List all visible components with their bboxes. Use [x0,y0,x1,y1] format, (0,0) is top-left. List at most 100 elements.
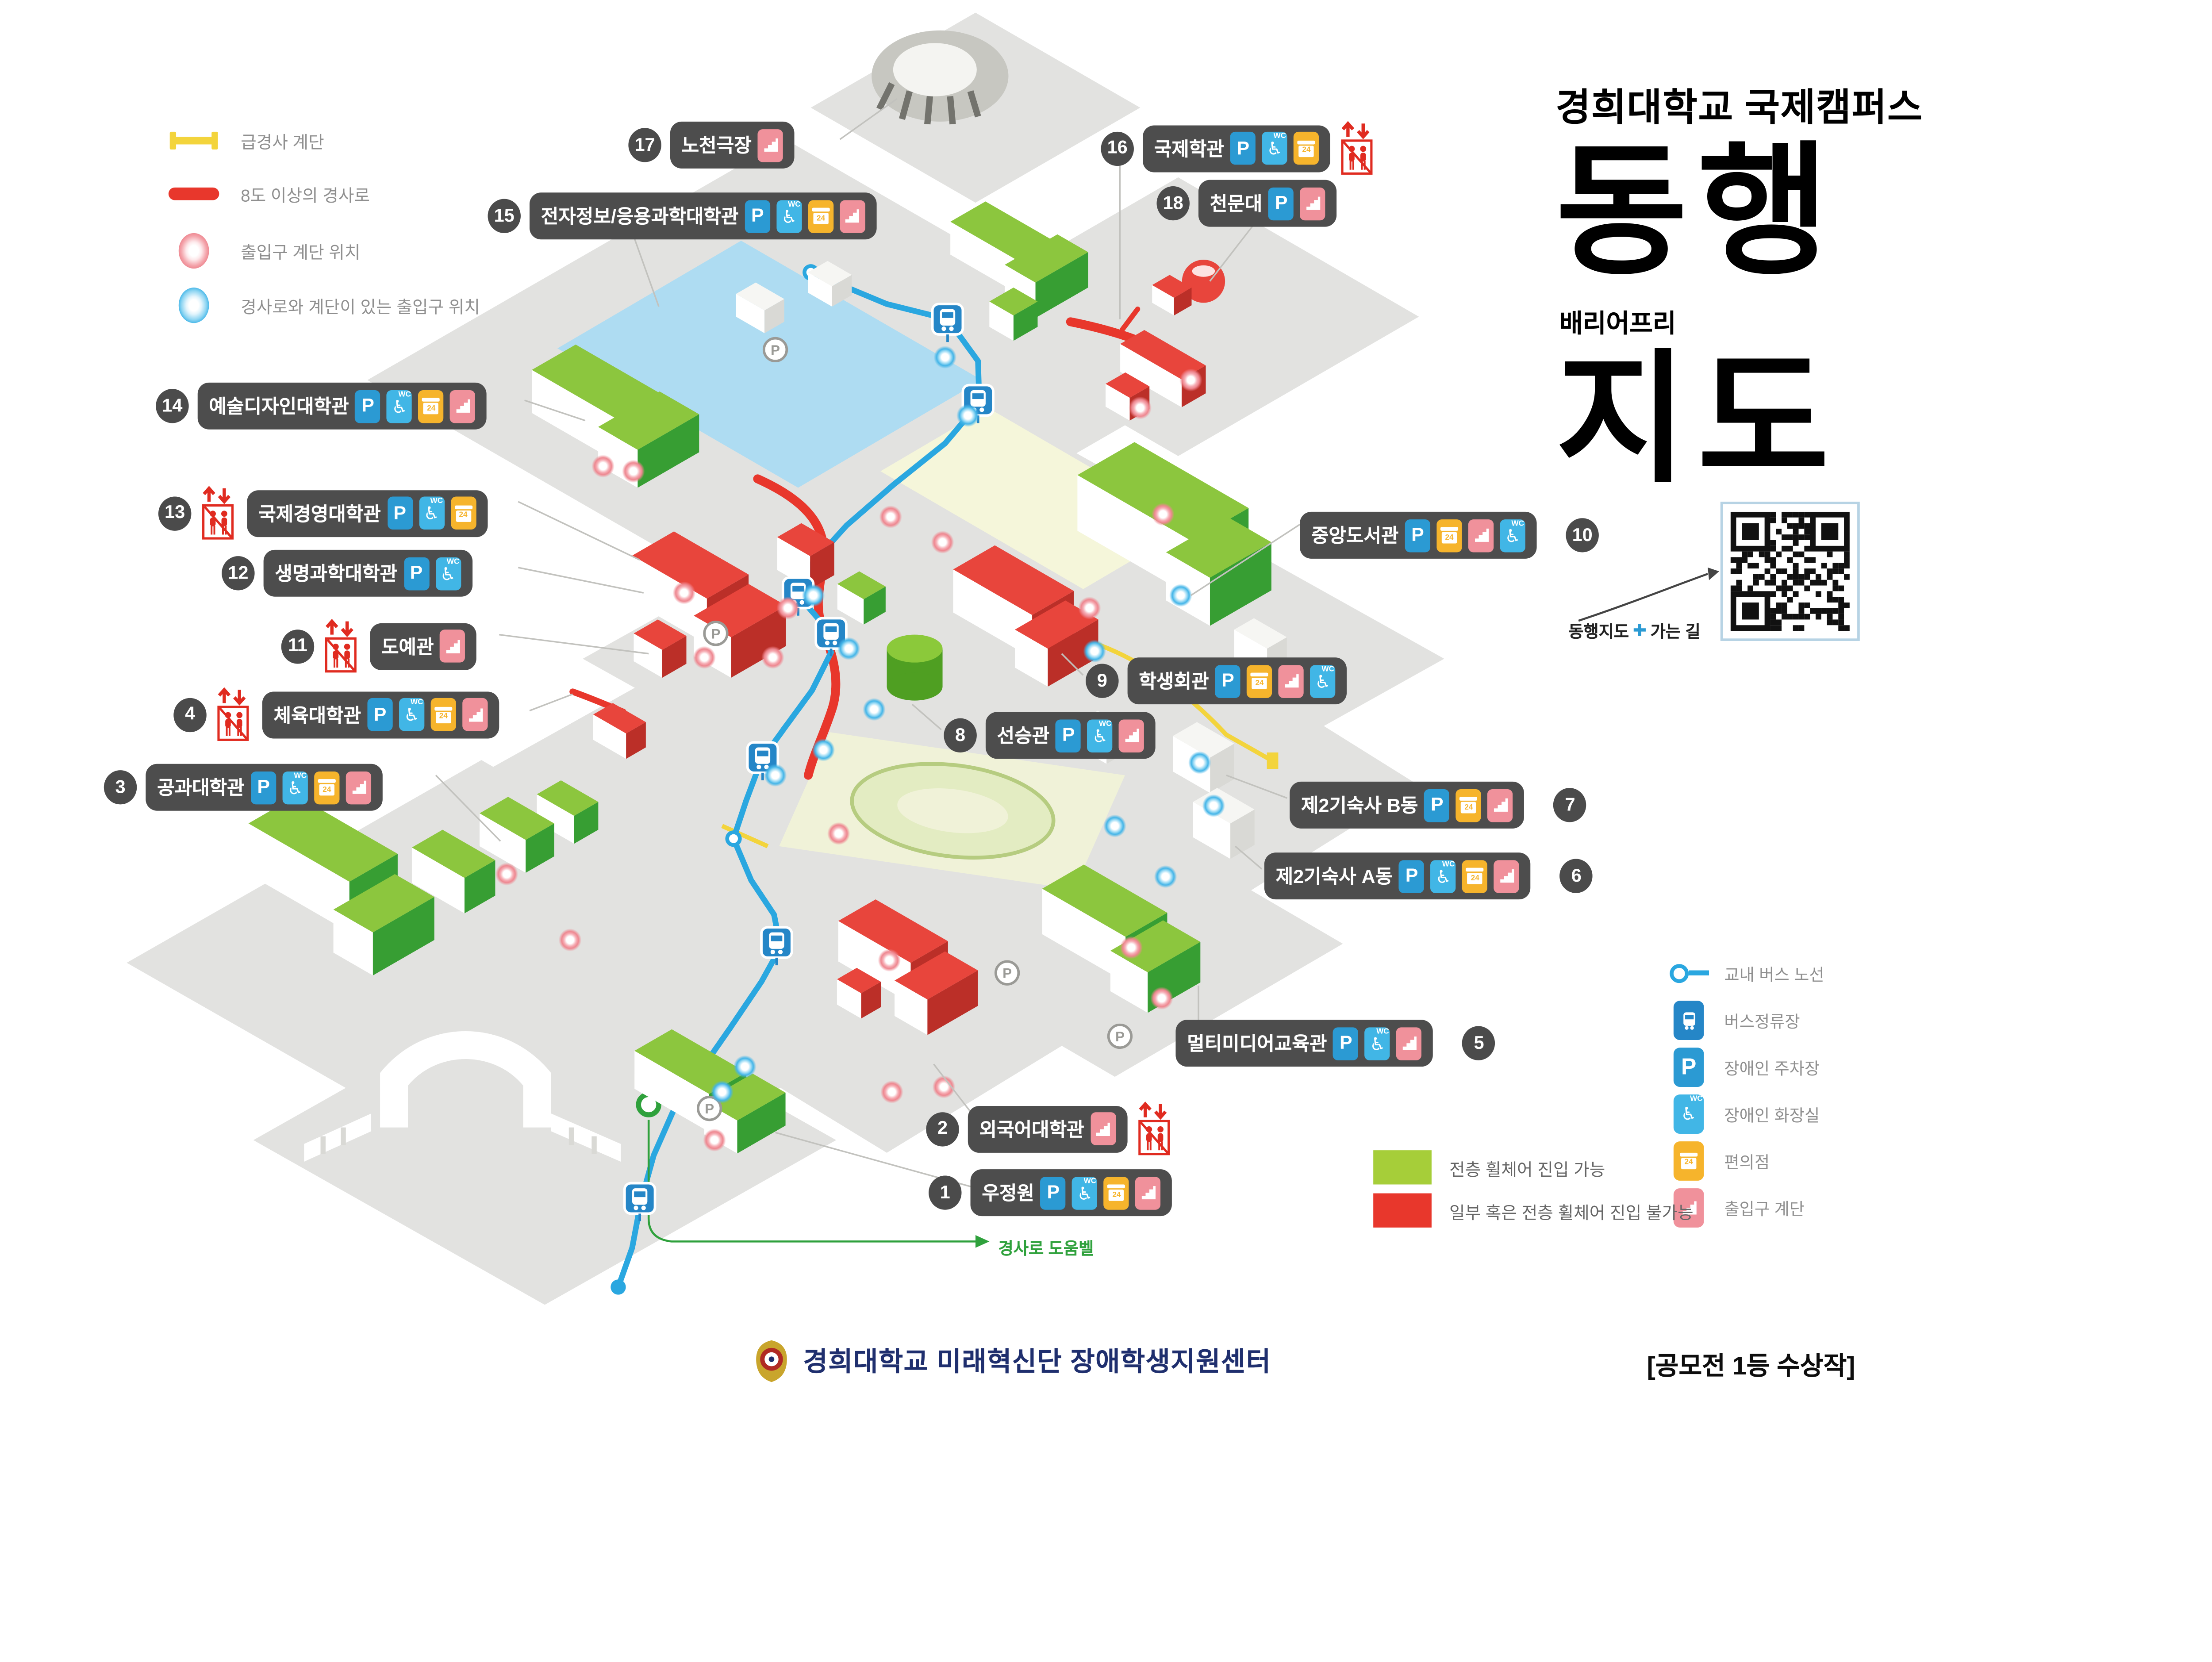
stairs-entrance-dot [827,822,850,845]
ramp-entrance-dot [1188,751,1211,774]
stairs-entrance-dot [1129,396,1152,419]
building-name: 우정원 [982,1183,1034,1205]
building-name: 국제경영대학관 [258,503,381,525]
accessible-toilet-icon: ♿WC [1500,518,1525,552]
building-name: 노천극장 [681,135,752,157]
accessible-toilet-icon: ♿WC [399,698,425,731]
main-gate [304,1031,621,1162]
svg-text:P: P [705,1101,714,1117]
svg-text:P: P [771,342,780,358]
amphitheater [872,30,1009,125]
parking-icon: P [1424,788,1450,822]
legend-label: 전층 휠체어 진입 가능 [1449,1159,1605,1179]
stairs-entrance-dot [932,1075,956,1098]
building-number: 11 [281,629,315,664]
ramp-entrance-dot [710,1080,734,1104]
entrance-stairs-icon [1487,788,1513,822]
parking-icon: P [367,698,393,731]
building-name: 중앙도서관 [1311,526,1399,548]
building-name: 선승관 [997,725,1050,748]
ramp-entrance-dot [863,698,886,721]
parking-icon: P [403,557,429,590]
elevator-icon [1339,119,1377,177]
building-number: 15 [488,199,521,233]
building-not-accessible [593,703,646,759]
building-number: 7 [1553,788,1587,822]
legend-item: 8도 이상의 경사로 [165,181,370,206]
elevator-icon [215,685,253,744]
legend-item: 경사로와 계단이 있는 출입구 위치 [165,288,480,323]
building-not-accessible [634,619,687,678]
campus-name: 경희대학교 국제캠퍼스 [1555,87,1923,130]
building-accessible [837,571,886,625]
building-name: 멀티미디어교육관 [1187,1033,1327,1056]
poster-title: 경희대학교 국제캠퍼스 동행 배리어프리 지도 [1555,76,1923,494]
bus-stop-marker [760,926,793,966]
building-number: 8 [944,718,977,752]
parking-area-marker: P [994,960,1020,986]
entrance-stairs-icon [1135,1176,1161,1209]
svg-text:P: P [1115,1029,1125,1044]
parking-icon: P [1405,518,1431,552]
entrance-stairs-icon [450,389,476,423]
entrance-stairs-icon [1468,518,1494,552]
qr-arrow [1578,567,1719,622]
entrance-stairs-icon [1278,664,1304,698]
entrance-stairs-icon [1494,859,1520,893]
color-swatch [1373,1193,1432,1228]
building-number: 6 [1560,859,1593,893]
accessible-toilet-icon: ♿WC [419,496,445,530]
entrance-stairs-icon [462,698,488,731]
building-number: 12 [222,556,255,591]
stairs-entrance-dot [761,646,784,669]
bus-route-icon [1669,963,1709,983]
svg-text:P: P [1002,965,1012,981]
building-number: 1 [929,1175,962,1210]
stairs-entrance-dot [1179,368,1202,392]
legend-label: 장애인 주차장 [1724,1058,1820,1078]
building-name: 공과대학관 [157,778,245,799]
convenience-store-icon: 24 [1673,1140,1704,1180]
building-accessible [411,829,495,914]
qr-code [1720,501,1860,641]
convenience-store-icon: 24 [430,698,456,731]
bus-stop-marker [814,617,848,656]
convenience-store-icon: 24 [808,200,834,233]
ramp-entrance-dot-icon [178,288,209,323]
parking-icon: P [1056,719,1081,752]
accessible-toilet-icon: ♿WC [776,200,802,233]
qr-caption-left: 동행지도 [1568,622,1629,641]
building-number: 4 [173,697,207,732]
building-name: 천문대 [1210,194,1263,215]
parking-icon: P [1230,131,1256,165]
accessible-toilet-icon: ♿WC [282,771,308,804]
building-accessible [333,874,434,975]
legend-label: 일부 혹은 전층 휠체어 진입 불가능 [1449,1203,1694,1222]
ramp-entrance-dot [956,404,979,427]
observatory [1182,260,1225,303]
parking-area-marker: P [696,1096,722,1121]
stairs-entrance-dot-icon [178,233,209,269]
stairs-entrance-dot [622,460,645,483]
parking-icon: P [355,389,381,423]
building-name: 제2기숙사 A동 [1275,866,1393,888]
ramp-entrance-dot [933,345,957,369]
building-number: 13 [158,496,192,530]
building-number: 14 [156,389,189,423]
building-not-accessible [777,523,834,589]
legend-label: 급경사 계단 [241,133,324,152]
stairs-entrance-dot [1078,596,1101,620]
parking-icon: P [1673,1047,1704,1086]
building-number: 16 [1101,131,1134,165]
qr-caption: 동행지도 ✚ 가는 길 [1568,618,1701,642]
building-number: 3 [104,770,137,805]
bus-route-nodes [611,264,819,1295]
